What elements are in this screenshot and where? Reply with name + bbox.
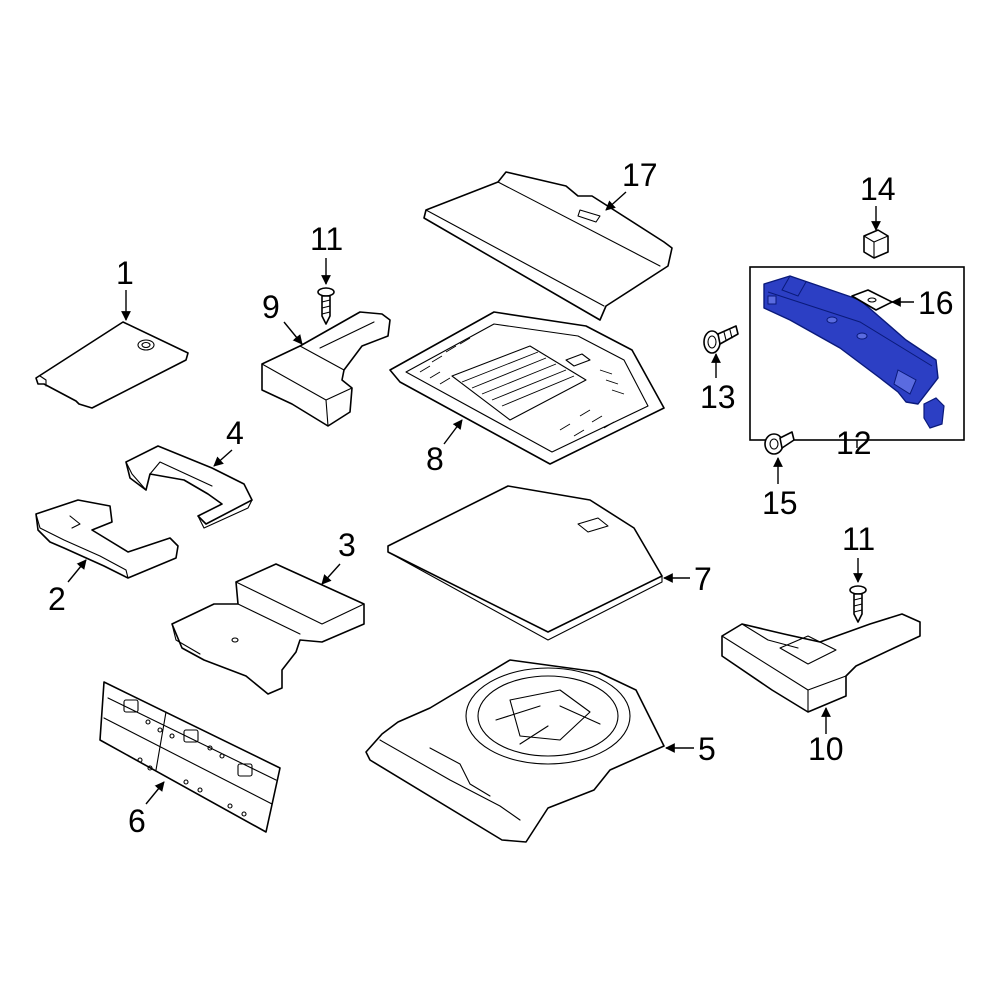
callout-label-3: 3 — [338, 527, 356, 563]
callout-15: 15 — [762, 457, 798, 521]
part-5-floor-pan[interactable] — [365, 659, 665, 843]
part-9-foam-wedge[interactable] — [261, 311, 391, 427]
part-6-perforated-panel[interactable] — [99, 681, 281, 833]
part-11-screw-lower[interactable] — [849, 585, 867, 623]
part-12-rear-crossmember[interactable] — [763, 275, 945, 429]
callout-4: 4 — [213, 415, 244, 467]
callout-label-9: 9 — [262, 289, 280, 325]
callout-11-lower: 11 — [842, 521, 875, 583]
callout-16: 16 — [891, 285, 954, 321]
part-15-bolt[interactable] — [764, 431, 795, 455]
callout-8: 8 — [426, 419, 463, 477]
callout-label-12: 12 — [836, 425, 872, 461]
callout-13: 13 — [700, 353, 736, 415]
leader-arrow-4 — [213, 449, 233, 467]
part-1-cover-panel[interactable] — [35, 321, 189, 409]
part-4-bracket[interactable] — [125, 445, 253, 529]
part-13-bolt[interactable] — [703, 325, 739, 354]
callout-label-10: 10 — [808, 731, 844, 767]
callout-label-13: 13 — [700, 379, 736, 415]
part-7-floor-board[interactable] — [387, 485, 663, 641]
leader-arrow-2 — [67, 559, 87, 583]
callout-label-17: 17 — [622, 157, 658, 193]
part-11-screw-upper[interactable] — [317, 287, 335, 325]
leader-arrow-8 — [443, 419, 463, 445]
callout-label-7: 7 — [694, 561, 712, 597]
callout-label-8: 8 — [426, 441, 444, 477]
callout-label-11-upper: 11 — [310, 221, 343, 257]
callout-label-5: 5 — [698, 731, 716, 767]
leader-arrow-9 — [283, 321, 303, 345]
callout-6: 6 — [128, 781, 165, 839]
callout-label-6: 6 — [128, 803, 146, 839]
callout-1: 1 — [116, 255, 134, 321]
callout-label-11-lower: 11 — [842, 521, 875, 557]
callout-10: 10 — [808, 707, 844, 767]
callout-17: 17 — [605, 157, 658, 211]
leader-arrow-6 — [145, 781, 165, 805]
part-10-foam-wedge[interactable] — [721, 613, 921, 713]
leader-arrow-3 — [321, 563, 341, 585]
callout-11-upper: 11 — [310, 221, 343, 285]
callout-label-2: 2 — [48, 581, 66, 617]
perforation-holes — [123, 699, 253, 817]
part-3-foam-insert[interactable] — [171, 563, 365, 695]
callout-3: 3 — [321, 527, 356, 585]
part-2-bracket[interactable] — [35, 499, 179, 579]
callout-5: 5 — [665, 731, 716, 767]
callout-label-14: 14 — [860, 171, 896, 207]
callout-label-1: 1 — [116, 255, 134, 291]
callout-9: 9 — [262, 289, 303, 345]
callout-12: 12 — [836, 425, 872, 461]
part-14-clip-nut[interactable] — [863, 229, 889, 259]
part-8-cargo-tray[interactable] — [389, 311, 665, 465]
callout-label-4: 4 — [226, 415, 244, 451]
callout-2: 2 — [48, 559, 87, 617]
callout-label-16: 16 — [918, 285, 954, 321]
tray-ribs — [419, 337, 625, 437]
callout-14: 14 — [860, 171, 896, 231]
callout-label-15: 15 — [762, 485, 798, 521]
part-17-cargo-cover[interactable] — [423, 171, 673, 321]
leader-arrow-17 — [605, 191, 627, 211]
callout-7: 7 — [663, 561, 712, 597]
